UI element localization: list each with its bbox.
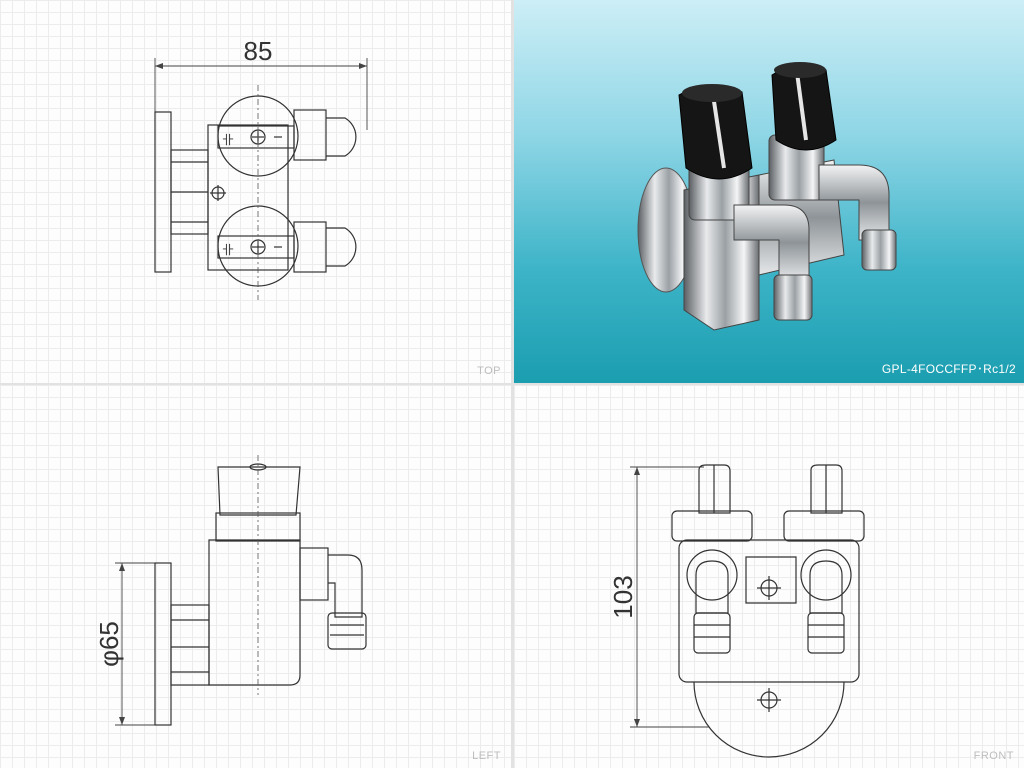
svg-text:卝: 卝	[222, 133, 234, 147]
top-view-drawing: 85 卝 卝	[154, 36, 368, 300]
front-view-panel: 103 FRONT	[514, 385, 1024, 768]
product-photo	[637, 62, 897, 331]
product-caption: GPL-4FOCCFFP･Rc1/2	[881, 362, 1016, 376]
dim-text-103: 103	[608, 575, 638, 618]
svg-text:卝: 卝	[222, 243, 234, 257]
left-view-drawing: φ65	[94, 455, 367, 726]
view-label-top: TOP	[477, 365, 501, 377]
top-view-panel: 85 卝 卝 TOP	[0, 0, 511, 383]
view-label-left: LEFT	[472, 750, 501, 762]
horizontal-divider	[0, 383, 1024, 385]
dim-text-phi65: φ65	[94, 621, 124, 667]
flange	[154, 111, 172, 273]
left-view-panel: φ65 LEFT	[0, 385, 511, 768]
product-photo-panel: GPL-4FOCCFFP･Rc1/2	[514, 0, 1024, 383]
view-label-front: FRONT	[973, 750, 1014, 762]
flange-arc	[693, 681, 845, 758]
dim-text-85: 85	[244, 36, 273, 66]
front-view-drawing: 103	[608, 464, 865, 758]
